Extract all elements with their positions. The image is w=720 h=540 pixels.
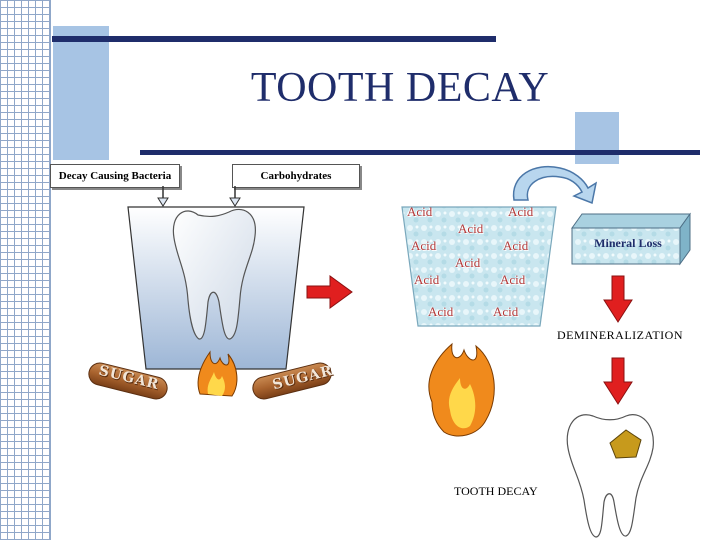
acid-label: Acid	[458, 221, 483, 237]
right-arrow-icon	[307, 276, 352, 308]
curved-arrow-icon	[514, 167, 596, 203]
acid-label: Acid	[428, 304, 453, 320]
acid-label: Acid	[508, 204, 533, 220]
tooth-decay-label: TOOTH DECAY	[454, 484, 538, 499]
acid-label: Acid	[411, 238, 436, 254]
demineralization-label: DEMINERALIZATION	[557, 328, 683, 343]
acid-label: Acid	[500, 272, 525, 288]
flame-icon-large	[429, 344, 494, 436]
acid-label: Acid	[455, 255, 480, 271]
mineral-loss-label: Mineral Loss	[576, 236, 680, 251]
bacteria-connector	[158, 186, 168, 206]
decayed-tooth-icon	[567, 415, 653, 537]
down-arrow-icon-2	[604, 358, 632, 404]
down-arrow-icon-1	[604, 276, 632, 322]
acid-label: Acid	[493, 304, 518, 320]
acid-label: Acid	[503, 238, 528, 254]
carbohydrates-connector	[230, 186, 240, 206]
acid-label: Acid	[407, 204, 432, 220]
acid-label: Acid	[414, 272, 439, 288]
